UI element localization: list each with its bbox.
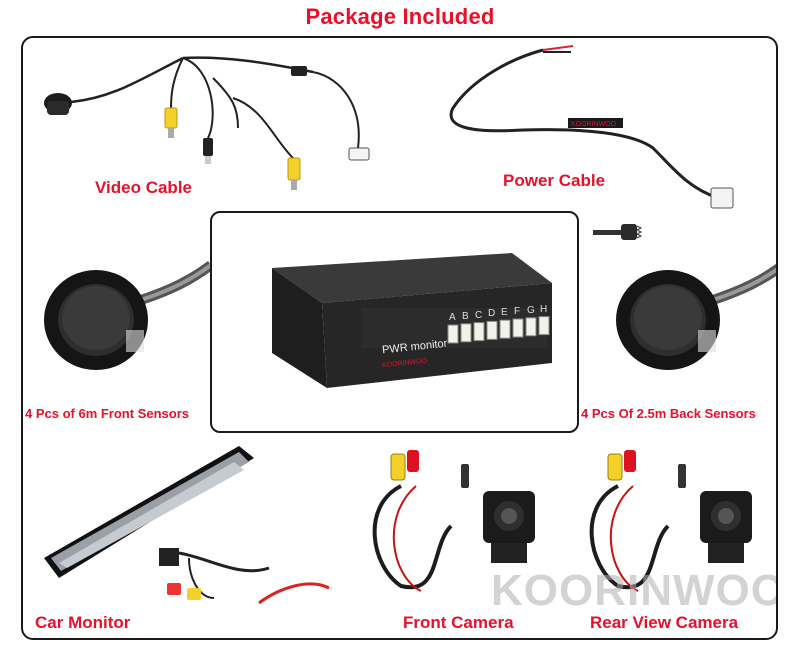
port-d <box>486 320 498 340</box>
rear-camera-image <box>589 450 752 592</box>
port-label-h: H <box>540 303 548 315</box>
port-label-e: E <box>501 307 508 319</box>
front-camera-image <box>372 450 535 592</box>
car-monitor-image <box>44 446 330 605</box>
port-label-d: D <box>488 308 496 320</box>
front-camera-label: Front Camera <box>403 613 514 632</box>
package-frame: KOORINWOO Video Cable Power Cable 4 Pcs … <box>21 36 778 640</box>
page-title: Package Included <box>305 4 495 29</box>
video-cable-image <box>44 56 370 190</box>
port-h <box>538 316 550 336</box>
port-label-f: F <box>514 306 521 317</box>
front-sensors-label: 4 Pcs of 6m Front Sensors <box>25 406 189 421</box>
port-g <box>525 317 537 337</box>
port-f <box>512 318 524 338</box>
back-sensor-image <box>616 263 776 370</box>
port-e <box>499 319 511 339</box>
port-c <box>473 322 485 342</box>
port-label-b: B <box>462 310 469 322</box>
car-monitor-label: Car Monitor <box>35 613 131 632</box>
port-label-c: C <box>475 309 483 321</box>
port-label-a: A <box>449 312 456 323</box>
port-label-g: G <box>527 304 535 316</box>
power-cable-image: KOORINWOO <box>449 45 734 209</box>
hole-saw-image <box>593 224 643 240</box>
rear-camera-label: Rear View Camera <box>590 613 739 632</box>
front-sensor-image <box>44 260 214 370</box>
control-box-image <box>272 253 552 388</box>
brand-watermark: KOORINWOO <box>491 566 778 615</box>
back-sensors-label: 4 Pcs Of 2.5m Back Sensors <box>581 406 756 421</box>
power-cable-brand: KOORINWOO <box>571 121 617 128</box>
power-cable-label: Power Cable <box>503 171 606 190</box>
port-b <box>460 323 472 343</box>
port-a <box>447 324 459 344</box>
video-cable-label: Video Cable <box>95 178 192 197</box>
